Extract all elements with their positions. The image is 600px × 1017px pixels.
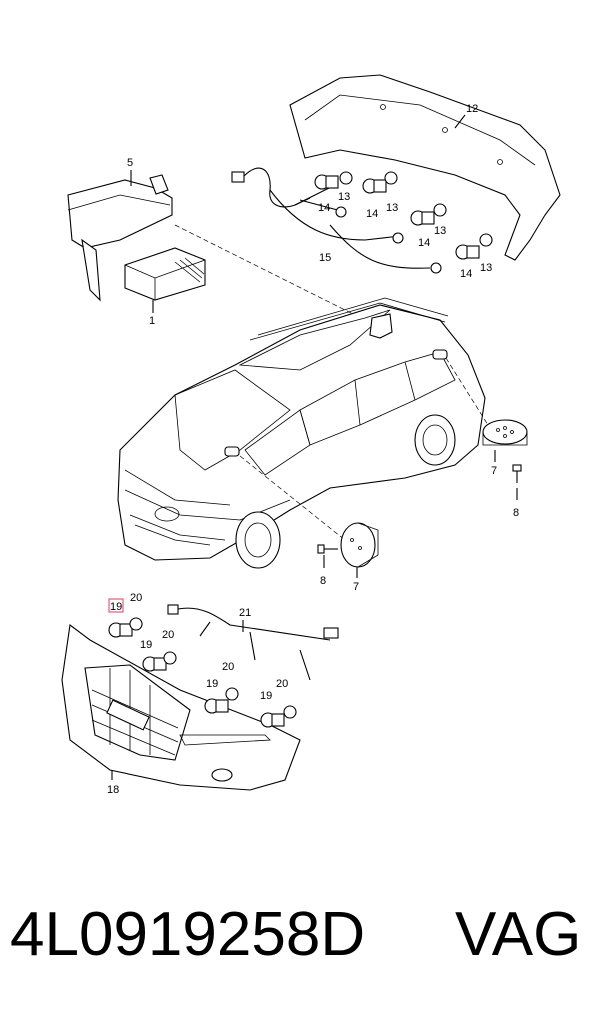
highlight-box: [108, 598, 124, 613]
callout-19-highlighted: 19: [110, 601, 122, 613]
sensor-icon: [314, 171, 353, 190]
callout-20: 20: [162, 629, 174, 641]
sensor-icon: [108, 622, 133, 638]
callout-14: 14: [460, 268, 472, 280]
callout-1: 1: [149, 315, 155, 327]
callout-13: 13: [338, 191, 350, 203]
sensor-icon: [362, 171, 398, 194]
sensor-icon: [260, 712, 285, 728]
sensor-icon: [455, 233, 493, 260]
parts-exploded-diagram: 12 14 13 14 13 14 13 14 13: [61, 74, 561, 796]
callout-20: 20: [276, 678, 288, 690]
rear-wiring-harness: [231, 167, 431, 269]
callout-19: 19: [206, 678, 218, 690]
callout-12: 12: [466, 103, 478, 115]
callout-21: 21: [239, 607, 251, 619]
rear-sensor-group: [314, 171, 493, 274]
callout-13: 13: [434, 225, 446, 237]
car-body: [117, 297, 486, 569]
screw-icon: [317, 544, 338, 554]
front-wiring-harness: [167, 604, 339, 681]
sensor-icon: [410, 203, 447, 226]
callout-14: 14: [418, 237, 430, 249]
callout-20: 20: [130, 592, 142, 604]
callout-8: 8: [320, 575, 326, 587]
part-number: 4L0919258D: [10, 900, 366, 969]
control-unit-part: [124, 247, 206, 301]
footer: 4L0919258D VAG: [0, 890, 600, 980]
rear-sounder-part: [482, 419, 528, 446]
callout-7: 7: [353, 581, 359, 593]
callout-5: 5: [127, 157, 133, 169]
callout-13: 13: [480, 262, 492, 274]
callout-14: 14: [318, 202, 330, 214]
callout-8: 8: [513, 507, 519, 519]
screw-icon: [512, 464, 522, 483]
callout-18: 18: [107, 784, 119, 796]
callout-19: 19: [140, 639, 152, 651]
callout-20: 20: [222, 661, 234, 673]
callout-19: 19: [260, 690, 272, 702]
callout-13: 13: [386, 202, 398, 214]
callout-15: 15: [319, 252, 331, 264]
callout-7: 7: [491, 465, 497, 477]
callout-14: 14: [366, 208, 378, 220]
front-sounder-part: [340, 522, 379, 568]
rear-bumper-part: [289, 74, 561, 261]
bracket-part: [67, 174, 173, 302]
sensor-icon: [142, 656, 167, 672]
sensor-icon: [204, 698, 229, 714]
front-bumper-part: [61, 624, 301, 791]
brand-label: VAG: [455, 900, 582, 969]
